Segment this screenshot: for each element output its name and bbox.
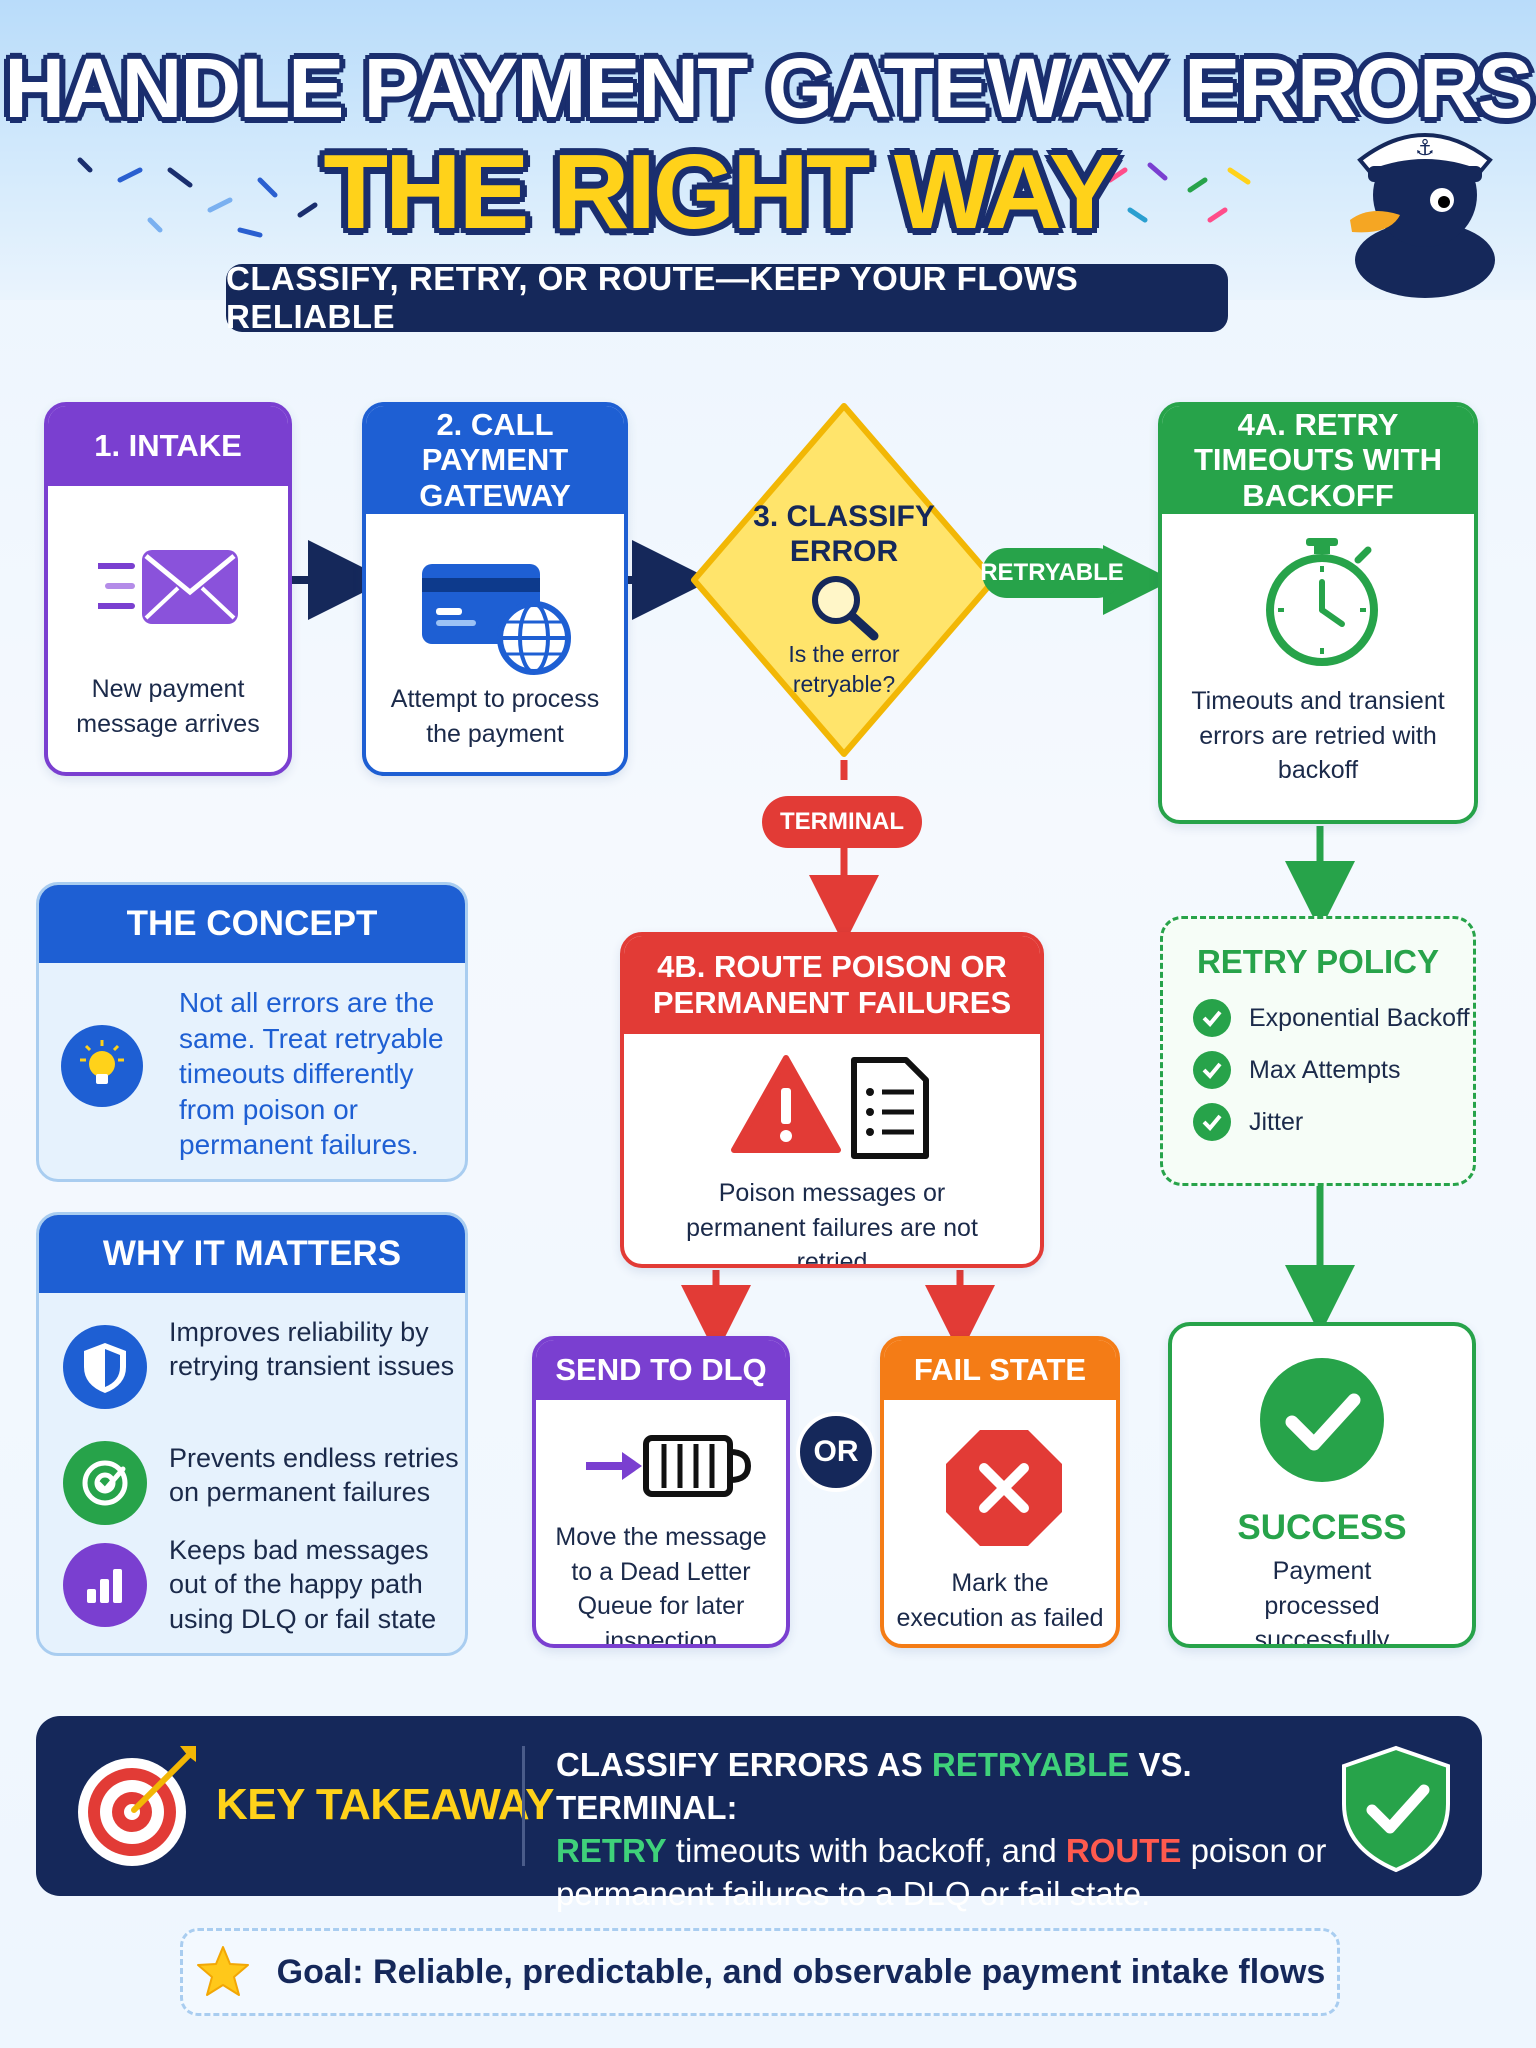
- success-check-icon: [1260, 1358, 1384, 1482]
- lightbulb-icon: [61, 1025, 143, 1107]
- header-background: [0, 0, 1536, 300]
- concept-panel: THE CONCEPT Not all errors are the same.…: [36, 882, 468, 1182]
- stop-x-icon: [946, 1430, 1062, 1546]
- call-gateway-step-card: 2. CALL PAYMENT GATEWAY Attempt to proce…: [362, 402, 628, 776]
- star-icon: [196, 1946, 249, 1996]
- goal-text: Goal: Reliable, predictable, and observa…: [276, 1952, 1326, 1991]
- svg-text:⚓: ⚓: [1415, 136, 1435, 161]
- why-item-text: Improves reliability by retrying transie…: [169, 1317, 455, 1382]
- takeaway-text-part: VS. TERMINAL:: [556, 1746, 1192, 1826]
- policy-item: Max Attempts: [1193, 1051, 1473, 1089]
- intake-step-card: 1. INTAKE New payment message arrives: [44, 402, 292, 776]
- takeaway-label: KEY TAKEAWAY: [216, 1780, 554, 1829]
- target-arrow-icon: [78, 1746, 196, 1866]
- retry-policy-title: RETRY POLICY: [1196, 943, 1440, 980]
- takeaway-divider: [522, 1746, 525, 1866]
- terminal-edge-label: TERMINAL: [762, 796, 922, 848]
- policy-item-label: Exponential Backoff: [1249, 1003, 1470, 1032]
- queue-icon: [586, 1435, 752, 1497]
- call-gateway-text: Attempt to process the payment: [390, 685, 600, 748]
- retry-text: Timeouts and transient errors are retrie…: [1191, 687, 1445, 784]
- shield-check-icon: [1342, 1745, 1450, 1873]
- why-item-text: Prevents endless retries on permanent fa…: [169, 1443, 459, 1508]
- dlq-card: SEND TO DLQ Move the message to a Dead L…: [532, 1336, 790, 1648]
- call-gateway-title: 2. CALL PAYMENT GATEWAY: [366, 406, 624, 514]
- success-text: Payment processed successfully: [1254, 1557, 1390, 1648]
- policy-item: Exponential Backoff: [1193, 999, 1473, 1037]
- route-step-card: 4B. ROUTE POISON OR PERMANENT FAILURES P…: [620, 932, 1044, 1268]
- retryable-edge-label: RETRYABLE: [980, 548, 1124, 598]
- classify-question: Is the error retryable?: [788, 641, 900, 697]
- intake-text: New payment message arrives: [76, 675, 260, 738]
- policy-item-label: Max Attempts: [1249, 1055, 1401, 1084]
- policy-item: Jitter: [1193, 1103, 1473, 1141]
- title-line-1: HANDLE PAYMENT GATEWAY ERRORS: [4, 41, 1533, 135]
- policy-item-label: Jitter: [1249, 1107, 1304, 1136]
- dlq-text: Move the message to a Dead Letter Queue …: [555, 1523, 767, 1648]
- retry-title: 4A. RETRY TIMEOUTS WITH BACKOFF: [1162, 406, 1474, 514]
- magnifier-icon: [812, 576, 879, 641]
- takeaway-highlight-route: ROUTE: [1065, 1831, 1182, 1869]
- takeaway-highlight-retryable: RETRYABLE: [931, 1746, 1130, 1783]
- takeaway-text-part: poison or: [1181, 1831, 1327, 1869]
- retry-step-card: 4A. RETRY TIMEOUTS WITH BACKOFF Timeouts…: [1158, 402, 1478, 824]
- why-item-text: Keeps bad messages out of the happy path…: [169, 1535, 437, 1634]
- takeaway-text: CLASSIFY ERRORS AS RETRYABLE VS. TERMINA…: [556, 1744, 1356, 1916]
- confetti-left-decoration: [77, 157, 318, 238]
- warning-document-icon: [731, 1055, 929, 1159]
- fail-state-card: FAIL STATE Mark the execution as failed: [880, 1336, 1120, 1648]
- envelope-icon: [98, 550, 238, 624]
- route-title: 4B. ROUTE POISON OR PERMANENT FAILURES: [624, 936, 1040, 1034]
- or-badge: OR: [796, 1412, 876, 1492]
- intake-title: 1. INTAKE: [48, 406, 288, 486]
- stopwatch-icon: [1266, 538, 1378, 666]
- fail-state-text: Mark the execution as failed: [896, 1569, 1104, 1632]
- check-icon: [1193, 1051, 1231, 1089]
- check-icon: [1193, 999, 1231, 1037]
- goal-banner: Goal: Reliable, predictable, and observa…: [180, 1928, 1340, 2016]
- fail-state-title: FAIL STATE: [884, 1340, 1116, 1400]
- key-takeaway-banner: KEY TAKEAWAY CLASSIFY ERRORS AS RETRYABL…: [36, 1716, 1482, 1912]
- card-globe-icon: [422, 564, 571, 675]
- takeaway-text-part: CLASSIFY ERRORS AS: [556, 1746, 932, 1783]
- takeaway-text-part: permanent failures to a DLQ or fail stat…: [556, 1874, 1151, 1912]
- retry-policy-panel: RETRY POLICY Exponential Backoff Max Att…: [1160, 916, 1476, 1186]
- takeaway-highlight-retry: RETRY: [556, 1831, 667, 1869]
- sailor-duck-icon: ⚓: [1350, 133, 1495, 298]
- success-title: SUCCESS: [1237, 1508, 1407, 1547]
- bar-chart-icon: [63, 1543, 147, 1627]
- dlq-title: SEND TO DLQ: [536, 1340, 786, 1400]
- why-title: WHY IT MATTERS: [39, 1215, 465, 1293]
- takeaway-text-part: timeouts with backoff, and: [666, 1831, 1066, 1869]
- classify-title: 3. CLASSIFY ERROR: [753, 500, 935, 568]
- target-check-icon: [63, 1441, 147, 1525]
- shield-icon: [63, 1325, 147, 1409]
- confetti-right-decoration: [1107, 162, 1251, 223]
- concept-text: Not all errors are the same. Treat retry…: [179, 987, 444, 1161]
- route-text: Poison messages or permanent failures ar…: [686, 1179, 978, 1268]
- check-icon: [1193, 1103, 1231, 1141]
- concept-title: THE CONCEPT: [39, 885, 465, 963]
- why-it-matters-panel: WHY IT MATTERS Improves reliability by r…: [36, 1212, 468, 1656]
- subtitle-banner: CLASSIFY, RETRY, OR ROUTE—KEEP YOUR FLOW…: [226, 260, 1228, 335]
- title-line-2: THE RIGHT WAY: [323, 133, 1119, 251]
- success-card: SUCCESS Payment processed successfully: [1168, 1322, 1476, 1648]
